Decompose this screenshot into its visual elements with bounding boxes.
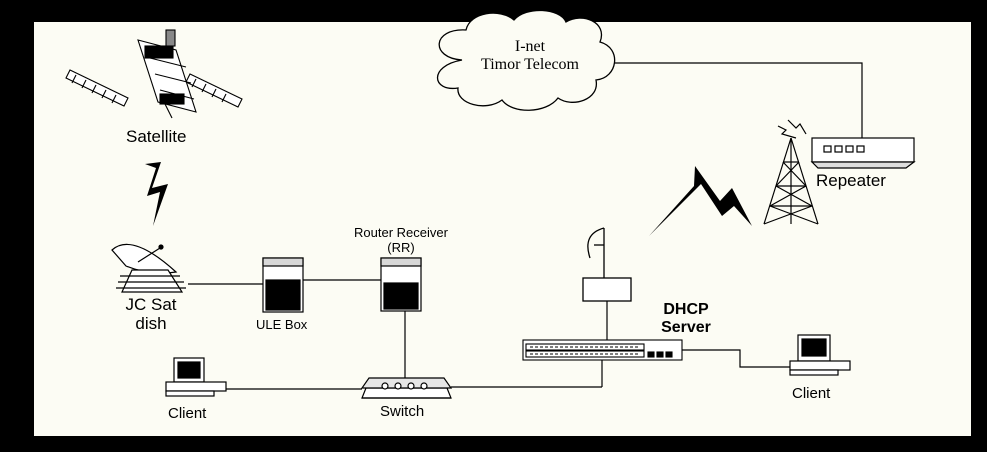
cloud-icon bbox=[436, 9, 616, 111]
client-right-label: Client bbox=[792, 385, 831, 402]
client-left-label: Client bbox=[168, 405, 207, 422]
satellite-icon bbox=[65, 29, 243, 119]
dhcp-label: DHCP Server bbox=[651, 302, 721, 336]
desktop-computer-icon-right bbox=[789, 334, 851, 376]
network-switch-icon bbox=[360, 377, 453, 399]
cloud-label-line1: I-net bbox=[514, 38, 546, 55]
satellite-label: Satellite bbox=[126, 127, 187, 146]
router-label: Router Receiver (RR) bbox=[340, 226, 462, 254]
connection-lines bbox=[188, 62, 863, 390]
desktop-computer-icon-left bbox=[165, 357, 227, 397]
cloud-label-line2: Timor Telecom bbox=[481, 56, 579, 73]
radio-tower-icon bbox=[763, 119, 819, 225]
patch-panel-icon bbox=[522, 339, 683, 361]
dish-label-line1: JC Sat bbox=[125, 295, 177, 314]
ule-box-icon bbox=[262, 257, 304, 313]
cloud-to-repeater-line bbox=[602, 62, 863, 138]
parabolic-antenna-icon bbox=[582, 227, 632, 302]
dish-label: JC Sat dish bbox=[116, 296, 186, 332]
satellite-dish-icon bbox=[111, 243, 186, 293]
repeater-label: Repeater bbox=[816, 171, 886, 190]
router-receiver-icon bbox=[380, 257, 422, 312]
wireless-bolt-icon-right bbox=[649, 166, 752, 236]
repeater-device-icon bbox=[810, 137, 916, 169]
dhcp-to-client-line bbox=[682, 349, 790, 368]
wireless-bolt-icon bbox=[145, 162, 168, 226]
dhcp-label-line2: Server bbox=[661, 319, 711, 336]
router-label-line2: (RR) bbox=[387, 240, 415, 255]
cloud-label: I-net Timor Telecom bbox=[470, 39, 590, 73]
dish-label-line2: dish bbox=[135, 314, 167, 333]
switch-label: Switch bbox=[380, 403, 425, 420]
ule-box-label: ULE Box bbox=[256, 317, 308, 332]
dhcp-label-line1: DHCP bbox=[663, 301, 709, 318]
router-label-line1: Router Receiver bbox=[354, 225, 448, 240]
